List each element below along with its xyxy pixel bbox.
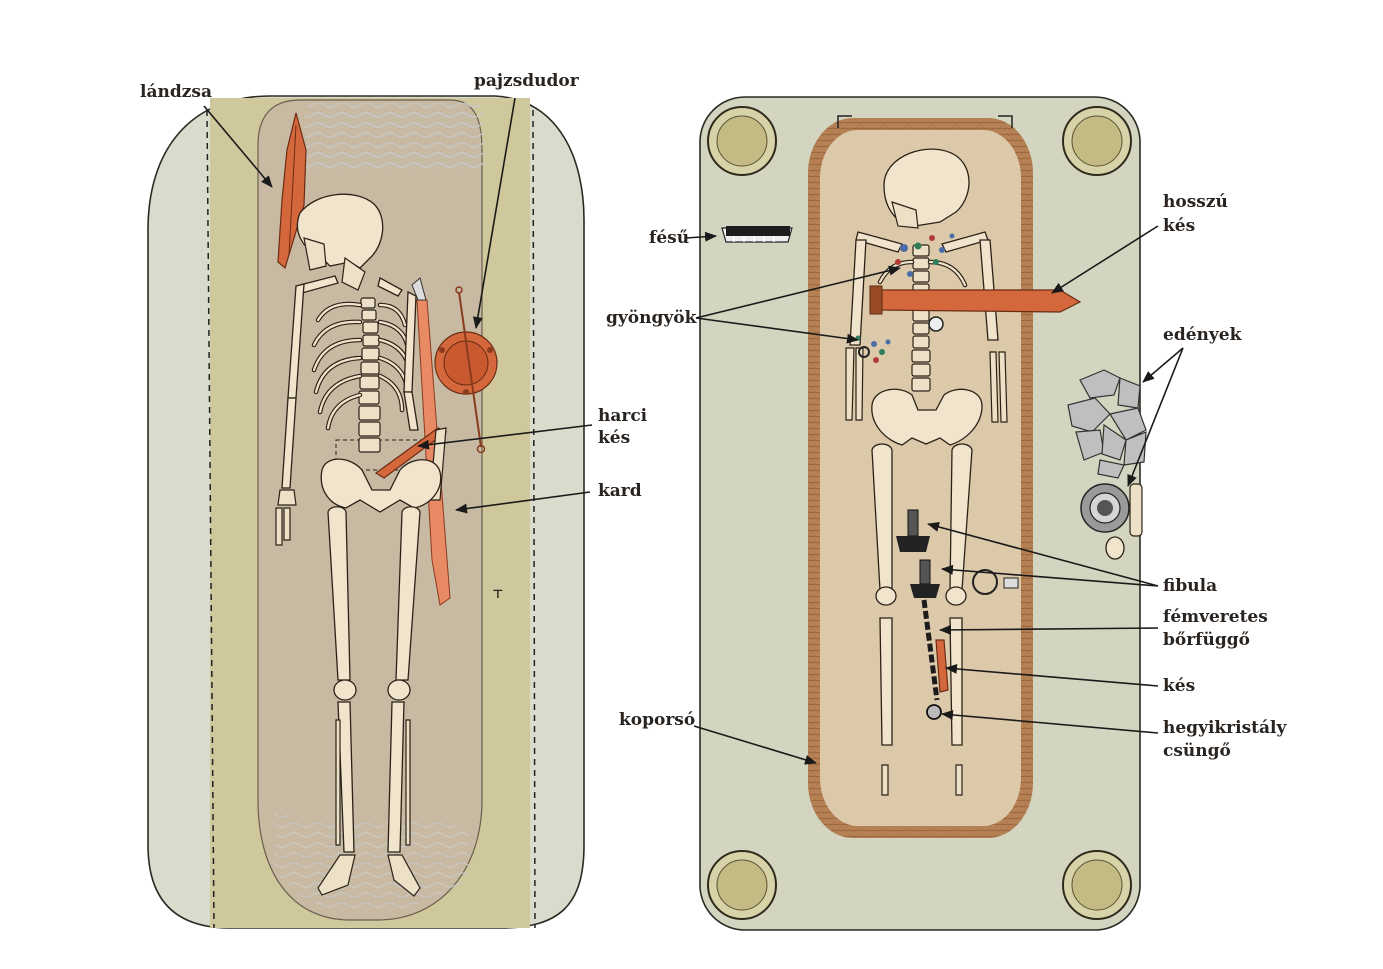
label-hegyikristaly-line1: hegyikristály [1163,718,1287,738]
label-femveretes-line1: fémveretes [1163,607,1268,627]
comb [722,226,792,242]
label-hosszu-kes-line1: hosszú [1163,192,1228,212]
label-hosszu-kes-line2: kés [1163,216,1195,236]
small-find-mark: ⊤ [492,587,504,601]
right-grave [700,97,1146,930]
rock-crystal-pendant [927,705,941,719]
label-gyongyok-text: gyöngyök [606,308,698,328]
label-hegyikristaly-line2: csüngő [1163,741,1231,761]
label-fesu-text: fésű [649,228,689,248]
label-koporso-text: koporsó [619,710,695,730]
long-knife [880,290,1080,312]
label-femveretes-line2: bőrfüggő [1163,630,1250,650]
label-pajzsdudor-text: pajzsdudor [474,71,580,91]
label-fibula-text: fibula [1163,576,1217,596]
label-kes-text: kés [1163,676,1195,696]
label-edenyek-text: edények [1163,325,1243,345]
label-landzsa-text: lándzsa [140,82,212,102]
right-coffin-inner [820,130,1021,826]
vessel-pot [1081,484,1129,532]
left-grave: ⊤ [148,96,584,928]
left-coffin-cloth-top [305,103,485,173]
label-kard-text: kard [598,481,642,501]
right-spine [912,245,930,391]
label-harci-kes-line2: kés [598,428,630,448]
label-harci-kes-line1: harci [598,406,648,426]
label-edenyek: edények [1128,325,1243,486]
